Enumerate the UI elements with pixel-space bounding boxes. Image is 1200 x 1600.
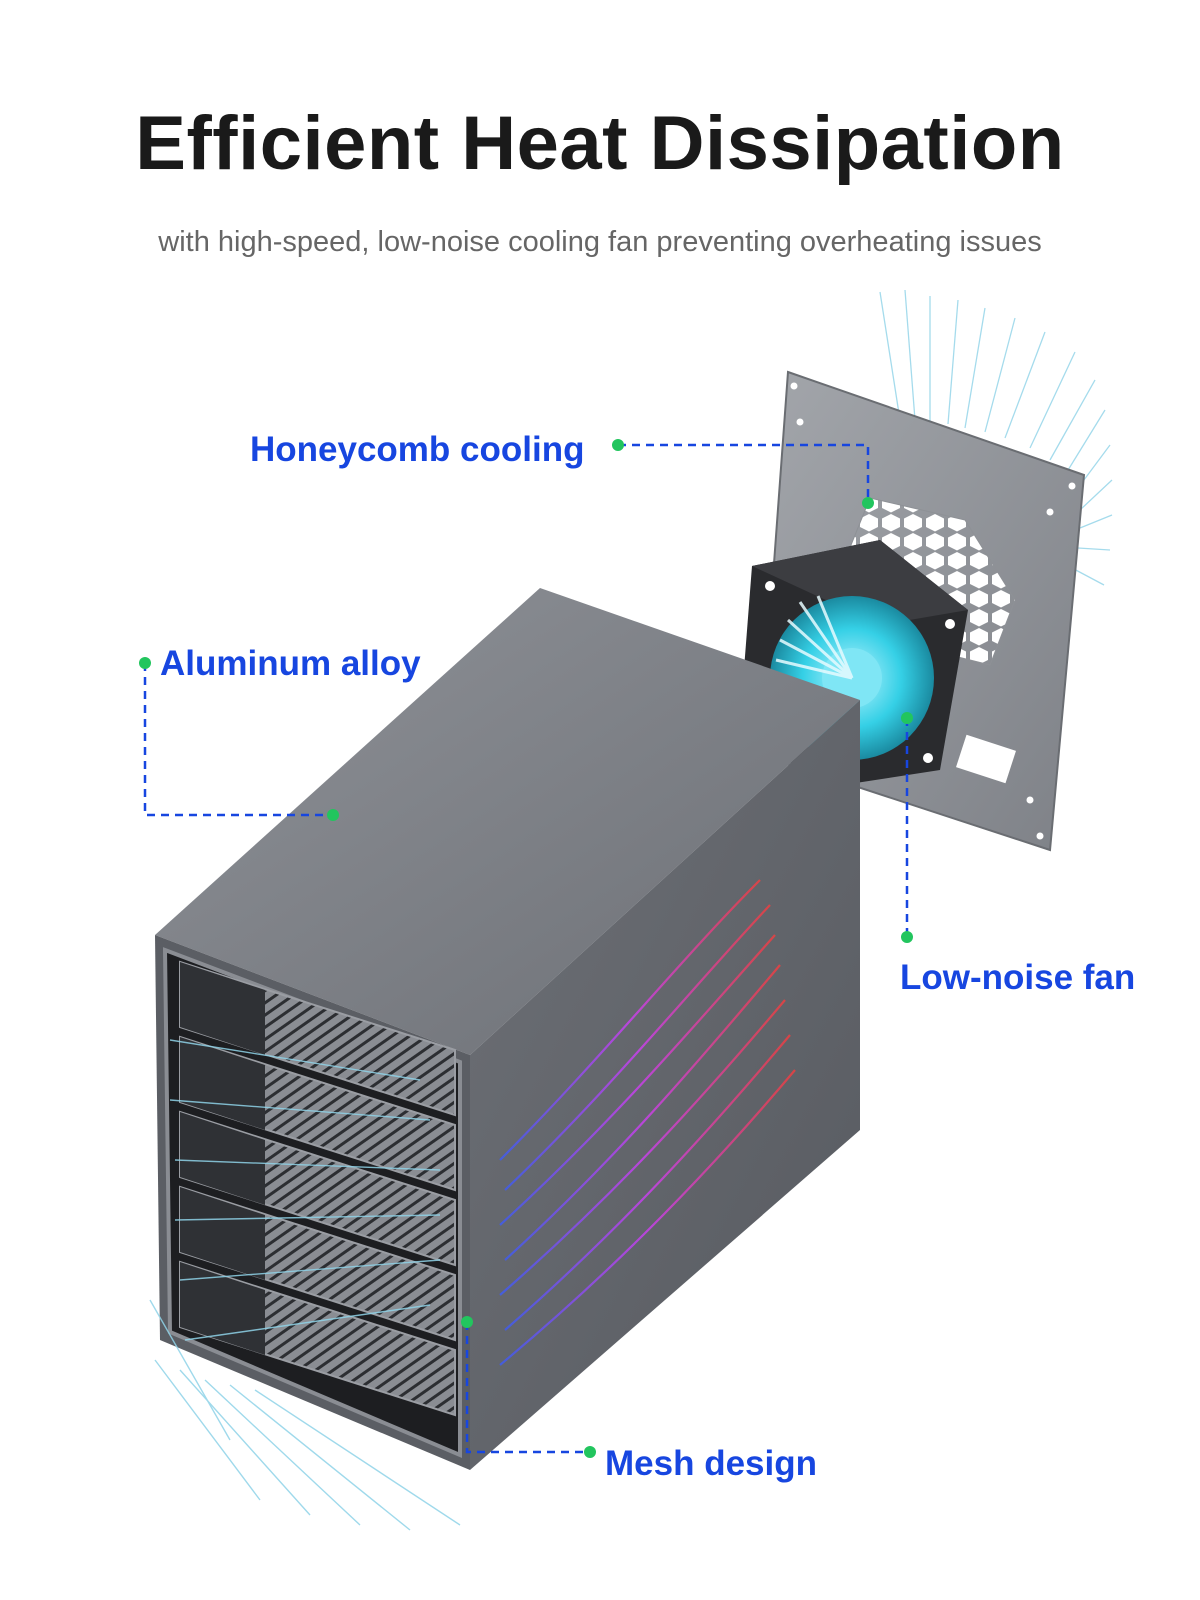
callout-aluminum-alloy: Aluminum alloy xyxy=(160,644,421,683)
callout-leader-lines xyxy=(143,443,909,1454)
mesh-leader xyxy=(465,1322,590,1454)
rear-airflow-streaks xyxy=(879,289,1113,586)
page-title: Efficient Heat Dissipation xyxy=(135,101,1065,186)
internal-airflow xyxy=(499,879,796,1366)
page-subtitle: with high-speed, low-noise cooling fan p… xyxy=(158,226,1042,258)
callout-markers xyxy=(139,439,913,1458)
callout-low-noise-fan: Low-noise fan xyxy=(900,958,1136,997)
aluminum-leader xyxy=(143,663,333,817)
drive-bays xyxy=(179,960,456,1417)
callout-honeycomb-cooling: Honeycomb cooling xyxy=(250,430,585,469)
plate-screw-holes xyxy=(790,382,1076,840)
drive-bay xyxy=(179,960,456,1117)
plate-port-cutout xyxy=(956,734,1016,784)
callout-mesh-design: Mesh design xyxy=(605,1444,817,1483)
front-airflow-streaks xyxy=(149,1039,461,1531)
drive-bay xyxy=(179,1110,456,1267)
drive-bay xyxy=(179,1035,456,1192)
drive-bay xyxy=(179,1185,456,1342)
